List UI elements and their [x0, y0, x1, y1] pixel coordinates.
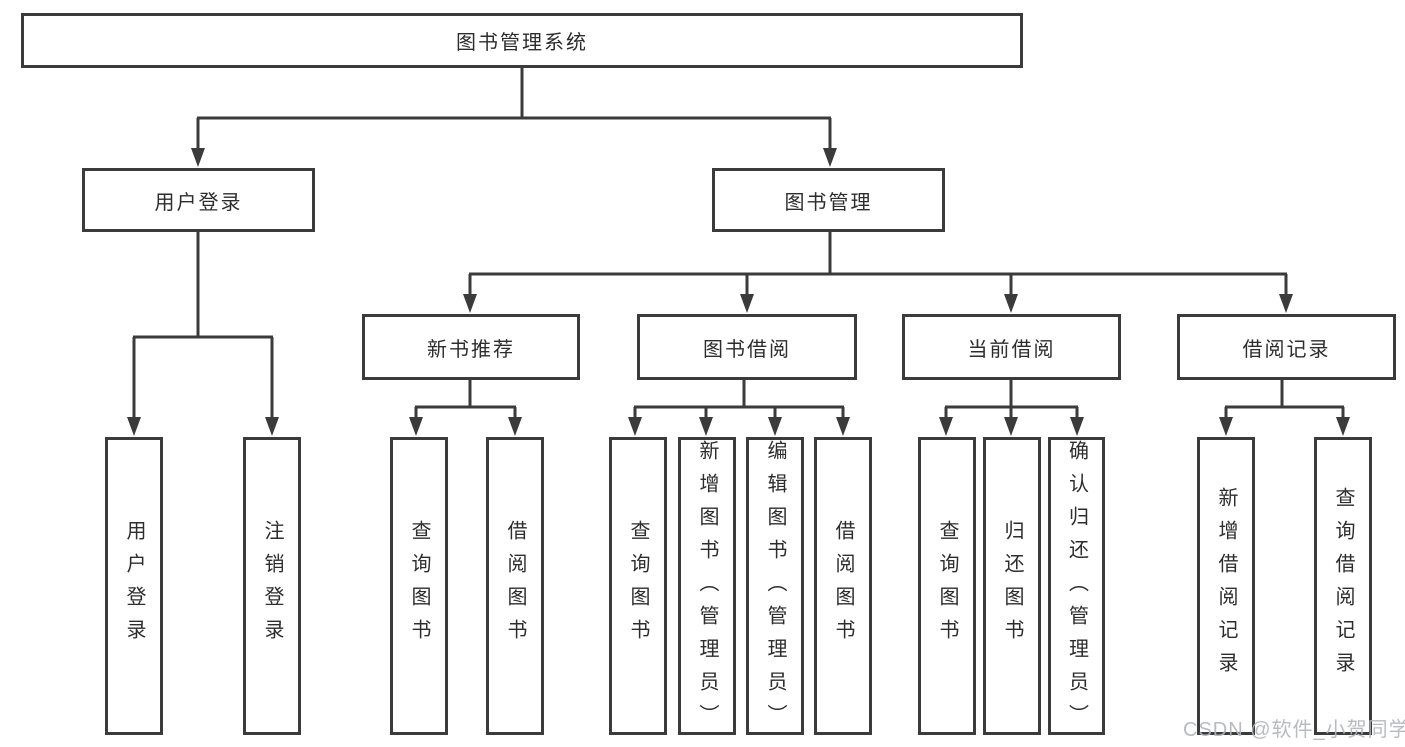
node-leaf-borrow-borrow-books: 借阅图书 [814, 437, 872, 735]
node-leaf-user-login-label: 用户登录 [123, 520, 145, 652]
node-leaf-add-books-admin-label: 新增图书（管理员） [696, 440, 718, 737]
node-user-login-label: 用户登录 [154, 191, 243, 214]
csdn-watermark: CSDN @软件_小贺同学 [1183, 719, 1405, 741]
node-current-borrow-label: 当前借阅 [967, 338, 1056, 361]
node-leaf-borrow-query-books-label: 查询图书 [627, 520, 649, 652]
node-leaf-user-login: 用户登录 [105, 437, 163, 735]
node-leaf-rec-query-books-label: 查询图书 [408, 520, 430, 652]
node-leaf-edit-books-admin: 编辑图书（管理员） [746, 437, 804, 737]
node-leaf-query-borrow-record-label: 查询借阅记录 [1332, 487, 1354, 685]
node-root-label: 图书管理系统 [456, 32, 588, 54]
node-book-management-label: 图书管理 [784, 191, 873, 214]
node-leaf-edit-books-admin-label: 编辑图书（管理员） [764, 440, 786, 737]
node-new-book-recommend: 新书推荐 [362, 314, 580, 380]
node-leaf-confirm-return-admin: 确认归还（管理员） [1048, 437, 1105, 737]
node-book-borrow-label: 图书借阅 [703, 338, 791, 361]
node-borrow-records-label: 借阅记录 [1242, 338, 1331, 361]
node-leaf-query-borrow-record: 查询借阅记录 [1314, 437, 1372, 735]
node-borrow-records: 借阅记录 [1177, 314, 1396, 380]
node-leaf-return-books: 归还图书 [983, 437, 1041, 735]
node-leaf-add-borrow-record: 新增借阅记录 [1197, 437, 1255, 735]
node-leaf-rec-query-books: 查询图书 [390, 437, 448, 735]
node-leaf-current-query-books-label: 查询图书 [936, 520, 958, 652]
node-leaf-current-query-books: 查询图书 [918, 437, 976, 735]
node-current-borrow: 当前借阅 [902, 314, 1121, 380]
node-leaf-add-borrow-record-label: 新增借阅记录 [1215, 487, 1237, 685]
node-root-system: 图书管理系统 [21, 13, 1023, 68]
node-leaf-logout: 注销登录 [243, 437, 301, 735]
node-new-book-recommend-label: 新书推荐 [427, 338, 515, 361]
node-user-login: 用户登录 [82, 168, 315, 232]
node-leaf-add-books-admin: 新增图书（管理员） [678, 437, 736, 737]
node-leaf-rec-borrow-books-label: 借阅图书 [504, 520, 526, 652]
node-book-borrow: 图书借阅 [637, 314, 857, 380]
node-leaf-confirm-return-admin-label: 确认归还（管理员） [1065, 440, 1088, 737]
node-book-management: 图书管理 [712, 168, 945, 232]
node-leaf-logout-label: 注销登录 [261, 520, 283, 652]
node-leaf-borrow-borrow-books-label: 借阅图书 [832, 520, 854, 652]
node-leaf-borrow-query-books: 查询图书 [609, 437, 667, 735]
node-leaf-rec-borrow-books: 借阅图书 [486, 437, 544, 735]
node-leaf-return-books-label: 归还图书 [1001, 520, 1023, 652]
